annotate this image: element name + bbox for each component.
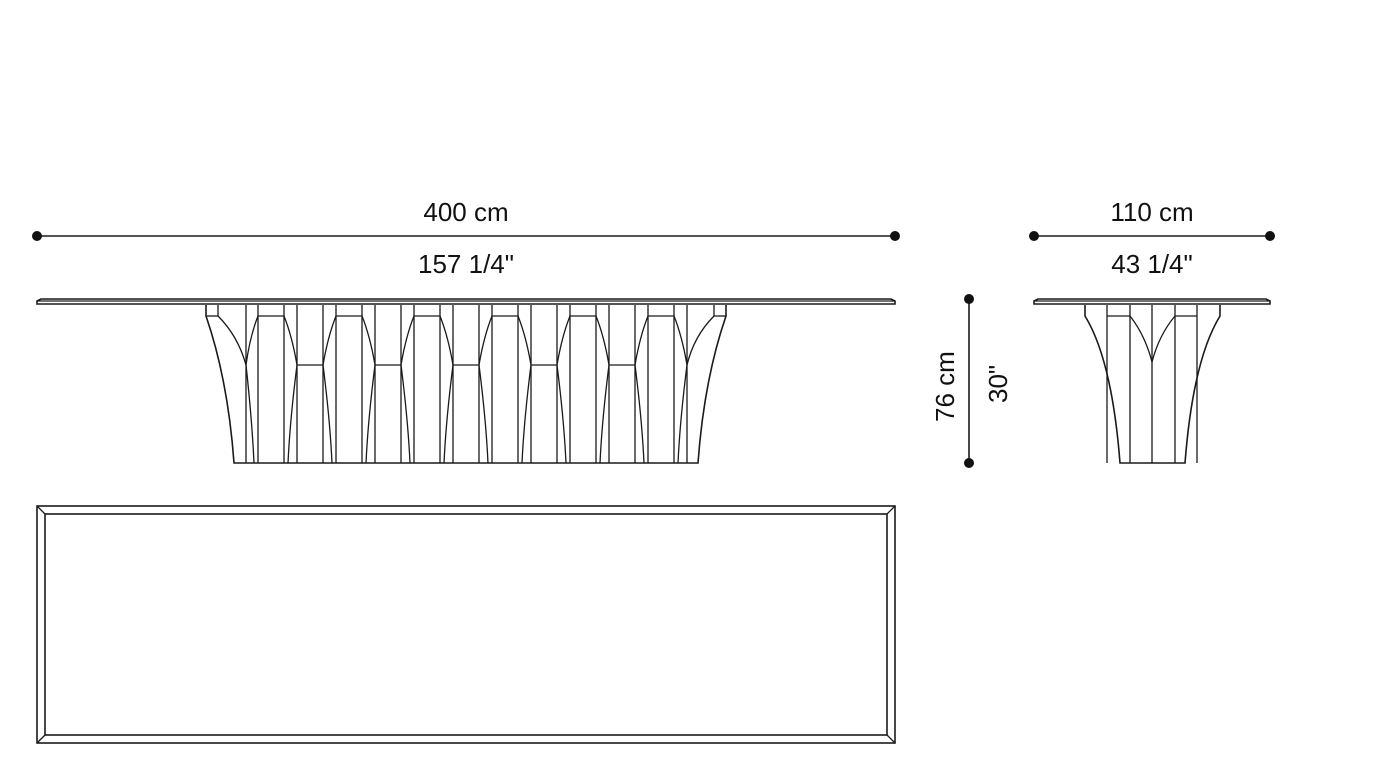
- dimension-endpoint-icon: [1029, 231, 1039, 241]
- base-panel-lines: [245, 305, 688, 463]
- height-metric-label: 76 cm: [930, 351, 960, 422]
- dimension-endpoint-icon: [964, 458, 974, 468]
- base-outline: [205, 305, 727, 464]
- front-elevation-view: [36, 298, 896, 464]
- base-flare-curves: [217, 315, 715, 464]
- length-imperial-label: 157 1/4": [418, 249, 514, 279]
- base-crossbars: [258, 315, 674, 366]
- plan-view: [36, 505, 896, 744]
- height-imperial-label: 30": [983, 364, 1013, 403]
- dimension-endpoint-icon: [890, 231, 900, 241]
- dimension-endpoint-icon: [964, 294, 974, 304]
- dimension-endpoint-icon: [1265, 231, 1275, 241]
- depth-metric-label: 110 cm: [1110, 197, 1194, 227]
- length-dimension-line: [32, 231, 900, 241]
- side-elevation-view: [1033, 298, 1271, 464]
- depth-imperial-label: 43 1/4": [1111, 249, 1193, 279]
- height-dimension-line: [964, 294, 974, 468]
- length-metric-label: 400 cm: [423, 197, 509, 227]
- dimension-endpoint-icon: [32, 231, 42, 241]
- depth-dimension-line: [1029, 231, 1275, 241]
